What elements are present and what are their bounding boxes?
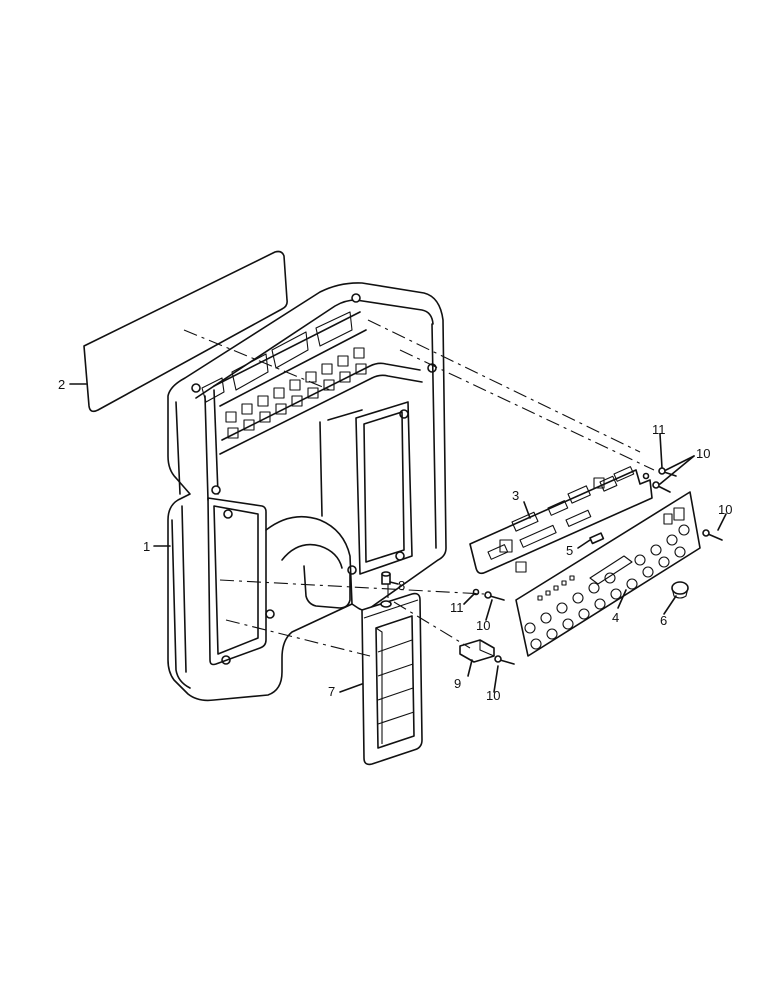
callout-5: 5 bbox=[566, 543, 573, 558]
callout-11-left: 11 bbox=[450, 600, 464, 615]
callout-2: 2 bbox=[58, 377, 65, 392]
screw-10-b bbox=[494, 655, 515, 665]
screw-10-c bbox=[652, 481, 671, 493]
callout-4: 4 bbox=[612, 610, 619, 625]
callout-7: 7 bbox=[328, 684, 335, 699]
screw-10-a bbox=[484, 591, 505, 601]
part-9-bracket bbox=[459, 639, 495, 663]
leader-lines bbox=[69, 383, 727, 693]
part-3-switch-panel bbox=[469, 466, 653, 575]
callout-10-bottom: 10 bbox=[486, 688, 500, 703]
part-5-clip bbox=[589, 532, 605, 545]
callout-10-center: 10 bbox=[476, 618, 490, 633]
screws bbox=[472, 467, 723, 665]
callout-10-top-right: 10 bbox=[696, 446, 710, 461]
part-4-lower-panel bbox=[515, 491, 701, 657]
part-2-glass-panel bbox=[83, 250, 288, 413]
part-8-stud bbox=[380, 571, 392, 608]
callout-11-top: 11 bbox=[652, 422, 666, 437]
callout-8: 8 bbox=[398, 578, 405, 593]
part-6-knob bbox=[671, 581, 689, 599]
callout-9: 9 bbox=[454, 676, 461, 691]
callout-1: 1 bbox=[143, 539, 150, 554]
callout-10-right: 10 bbox=[718, 502, 732, 517]
callout-6: 6 bbox=[660, 613, 667, 628]
screw-11-b bbox=[642, 472, 650, 480]
part-1-console-housing bbox=[167, 282, 447, 702]
callout-3: 3 bbox=[512, 488, 519, 503]
assembly-lines bbox=[183, 319, 655, 657]
callout-labels: 1 2 3 4 5 6 7 8 9 10 10 10 10 11 11 bbox=[58, 377, 732, 703]
screw-10-e bbox=[702, 529, 723, 541]
part-7-vent bbox=[361, 592, 423, 766]
